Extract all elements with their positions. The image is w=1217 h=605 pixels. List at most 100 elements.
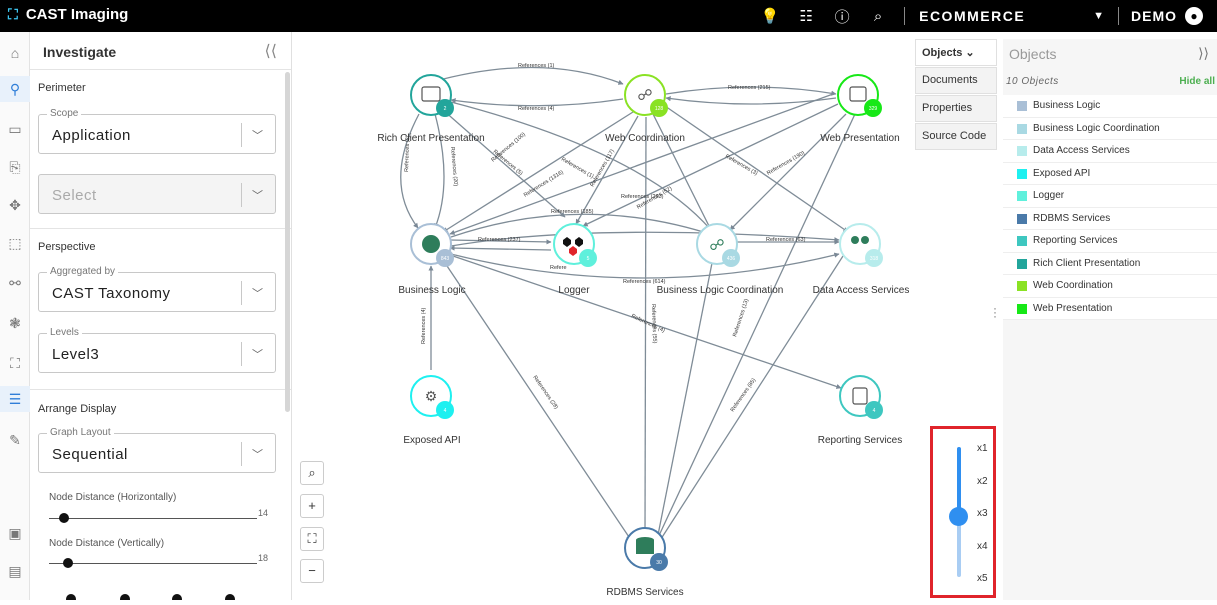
node-web-coordination[interactable]: ☍ 128 Web Coordination bbox=[605, 74, 685, 144]
documentation-icon[interactable]: ☷ bbox=[799, 8, 813, 25]
node-logger[interactable]: 5 Refere Logger bbox=[550, 223, 597, 296]
zoom-level-x5[interactable]: x5 bbox=[977, 573, 988, 584]
investigate-icon[interactable]: ⚲ bbox=[0, 76, 30, 102]
slider-thumb[interactable] bbox=[225, 594, 235, 600]
tab-properties[interactable]: Properties bbox=[915, 95, 997, 122]
panel-scrollbar[interactable] bbox=[285, 72, 290, 412]
node-reporting-services[interactable]: 4 Reporting Services bbox=[818, 375, 902, 446]
file-download-icon[interactable]: ⎘ bbox=[9, 159, 21, 175]
fit-to-screen-button[interactable]: ⛶ bbox=[300, 527, 324, 551]
user-name[interactable]: DEMO bbox=[1131, 8, 1177, 24]
node-data-access-services[interactable]: 318 Data Access Services bbox=[813, 223, 910, 296]
graph-edge[interactable] bbox=[664, 105, 849, 233]
brand[interactable]: ⛶ CAST Imaging bbox=[8, 6, 128, 23]
edit-note-icon[interactable]: ✎ bbox=[9, 432, 21, 448]
chevron-down-icon[interactable]: ﹀ bbox=[252, 449, 263, 461]
list-item[interactable]: Business Logic Coordination bbox=[1003, 117, 1217, 140]
tab-objects[interactable]: Objects ⌄ bbox=[915, 39, 997, 66]
chevron-down-icon[interactable]: ▼ bbox=[1093, 10, 1104, 22]
aggregated-by-select[interactable]: Aggregated by CAST Taxonomy ﹀ bbox=[38, 266, 276, 312]
graph-edge[interactable] bbox=[450, 213, 717, 238]
graph-edge[interactable] bbox=[442, 259, 632, 541]
zoom-level-x4[interactable]: x4 bbox=[977, 541, 988, 552]
arrange-settings-icon[interactable]: ☰ bbox=[0, 386, 30, 412]
node-rdbms-services[interactable]: 30 RDBMS Services bbox=[606, 527, 684, 598]
zoom-track-filled[interactable] bbox=[957, 447, 961, 517]
chevron-down-icon[interactable]: ﹀ bbox=[252, 190, 263, 202]
zoom-level-thumb[interactable] bbox=[949, 507, 968, 526]
slider-thumb[interactable] bbox=[66, 594, 76, 600]
zoom-track[interactable] bbox=[957, 519, 961, 577]
graph-edge[interactable] bbox=[450, 252, 840, 279]
chevron-down-icon[interactable]: ﹀ bbox=[252, 349, 263, 361]
zoom-in-button[interactable]: + bbox=[300, 494, 324, 518]
list-item[interactable]: RDBMS Services bbox=[1003, 207, 1217, 230]
graph-edge[interactable] bbox=[434, 113, 445, 229]
zoom-level-x2[interactable]: x2 bbox=[977, 476, 988, 487]
node-distance-v-thumb[interactable] bbox=[63, 558, 73, 568]
path-icon[interactable]: ⚯ bbox=[9, 275, 21, 291]
collapse-panel-icon[interactable]: ⟨⟨ bbox=[264, 43, 277, 60]
list-item[interactable]: Web Coordination bbox=[1003, 275, 1217, 298]
search-icon[interactable]: ⌕ bbox=[873, 7, 883, 25]
node-web-presentation[interactable]: 329 Web Presentation bbox=[820, 74, 900, 144]
graph-edge[interactable] bbox=[431, 66, 624, 85]
home-icon[interactable]: ⌂ bbox=[10, 45, 20, 61]
tab-documents[interactable]: Documents bbox=[915, 67, 997, 94]
graph-edge[interactable] bbox=[449, 239, 552, 245]
graph-edge[interactable] bbox=[655, 113, 856, 543]
graph-edge[interactable] bbox=[449, 93, 834, 235]
graph-edge[interactable] bbox=[582, 103, 839, 227]
graph-edge[interactable] bbox=[658, 255, 844, 543]
report-icon[interactable]: ▤ bbox=[8, 563, 22, 579]
graph-edge[interactable] bbox=[450, 98, 624, 107]
graph-edge[interactable] bbox=[665, 96, 837, 105]
application-selector[interactable]: ECOMMERCE bbox=[919, 8, 1026, 24]
user-avatar-icon[interactable]: ● bbox=[1185, 7, 1203, 25]
graph-layout-select[interactable]: Graph Layout Sequential ﹀ bbox=[38, 427, 276, 473]
zoom-level-x3[interactable]: x3 bbox=[977, 508, 988, 519]
graph-edge[interactable] bbox=[452, 255, 842, 389]
tab-source-code[interactable]: Source Code bbox=[915, 123, 997, 150]
graph-edge[interactable] bbox=[642, 116, 648, 535]
node-exposed-api[interactable]: ⚙ 4 Exposed API bbox=[403, 375, 461, 446]
list-item[interactable]: Business Logic bbox=[1003, 95, 1217, 118]
list-item[interactable]: Reporting Services bbox=[1003, 230, 1217, 253]
dependency-graph[interactable]: References (1) References (4) References… bbox=[293, 32, 915, 600]
presentation-icon[interactable]: ▣ bbox=[8, 525, 22, 541]
text-frame-icon[interactable]: ⛶ bbox=[10, 355, 20, 371]
graph-edge[interactable] bbox=[665, 86, 837, 96]
graph-edge[interactable] bbox=[729, 113, 847, 231]
list-item[interactable]: Rich Client Presentation bbox=[1003, 252, 1217, 275]
network-icon[interactable]: ❃ bbox=[9, 315, 21, 331]
move-icon[interactable]: ✥ bbox=[9, 197, 21, 213]
node-distance-h-thumb[interactable] bbox=[59, 513, 69, 523]
graph-edge[interactable] bbox=[442, 111, 634, 233]
zoom-out-button[interactable]: − bbox=[300, 559, 324, 583]
slider-thumb[interactable] bbox=[120, 594, 130, 600]
scope-select[interactable]: Scope Application ﹀ bbox=[38, 108, 276, 154]
levels-select[interactable]: Levels Level3 ﹀ bbox=[38, 327, 276, 373]
resize-handle-icon[interactable]: ··· bbox=[993, 301, 997, 323]
graph-edge[interactable] bbox=[450, 231, 840, 247]
zoom-search-button[interactable]: ⌕ bbox=[300, 461, 324, 485]
list-item[interactable]: Web Presentation bbox=[1003, 297, 1217, 320]
graph-canvas[interactable]: References (1) References (4) References… bbox=[293, 32, 915, 600]
object-select[interactable]: Select ﹀ bbox=[38, 174, 276, 214]
graph-edge[interactable] bbox=[400, 113, 420, 229]
node-business-logic[interactable]: 843 Business Logic bbox=[398, 223, 466, 296]
lightbulb-icon[interactable]: 💡 bbox=[760, 8, 780, 25]
graph-edge[interactable] bbox=[450, 101, 712, 231]
graph-edge[interactable] bbox=[449, 245, 552, 251]
node-rich-client-presentation[interactable]: 2 Rich Client Presentation bbox=[377, 74, 485, 144]
selection-icon[interactable]: ⬚ bbox=[8, 235, 22, 251]
graph-edge[interactable] bbox=[652, 113, 712, 231]
node-distance-v-slider[interactable] bbox=[49, 563, 257, 564]
hide-all-link[interactable]: Hide all bbox=[1179, 76, 1215, 87]
chevron-down-icon[interactable]: ﹀ bbox=[252, 130, 263, 142]
graph-edge[interactable] bbox=[655, 257, 714, 541]
graph-edge[interactable] bbox=[575, 115, 639, 225]
slider-thumb[interactable] bbox=[172, 594, 182, 600]
info-icon[interactable]: ⓘ bbox=[834, 8, 850, 26]
list-item[interactable]: Logger bbox=[1003, 185, 1217, 208]
